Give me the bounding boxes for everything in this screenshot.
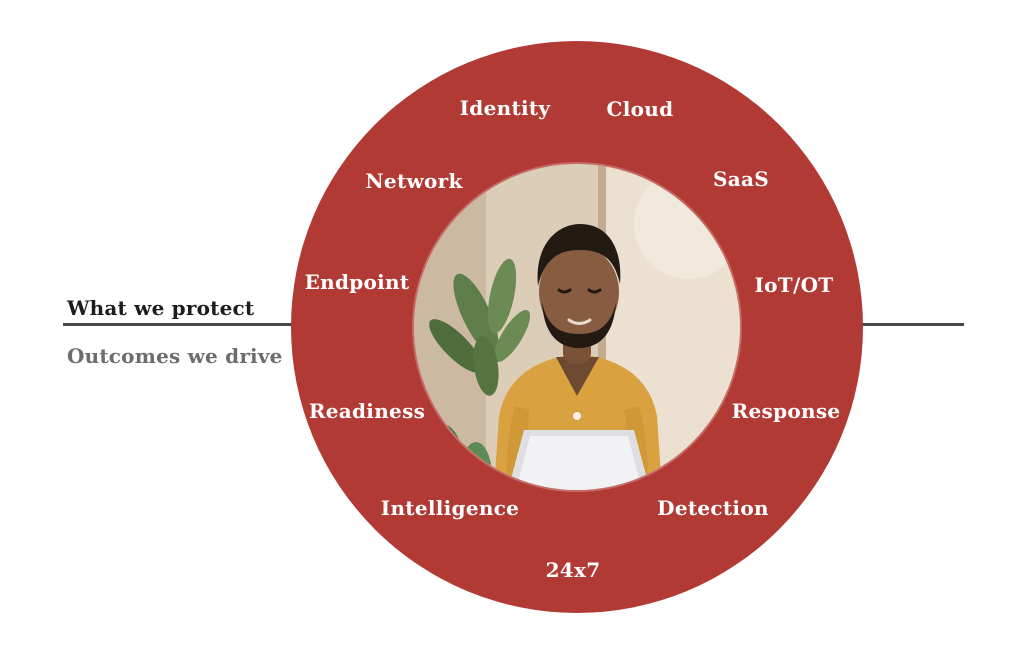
- ring-label-saas: SaaS: [712, 167, 770, 191]
- ring-label-cloud: Cloud: [606, 97, 674, 121]
- man-working-on-laptop-illustration: [414, 164, 740, 490]
- ring-label-detection: Detection: [657, 496, 769, 520]
- ring-label-iot-ot: IoT/OT: [754, 273, 834, 297]
- what-we-protect-label: What we protect: [67, 296, 255, 320]
- center-photo: [414, 164, 740, 490]
- ring-label-endpoint: Endpoint: [304, 270, 410, 294]
- ring-label-identity: Identity: [459, 96, 551, 120]
- protection-ring: [291, 41, 863, 613]
- ring-label-intelligence: Intelligence: [380, 496, 520, 520]
- ring-label-network: Network: [365, 169, 463, 193]
- ring-label-response: Response: [731, 399, 841, 423]
- ring-label-readiness: Readiness: [308, 399, 426, 423]
- outcomes-we-drive-label: Outcomes we drive: [67, 344, 283, 368]
- ring-label-24x7: 24x7: [545, 558, 601, 582]
